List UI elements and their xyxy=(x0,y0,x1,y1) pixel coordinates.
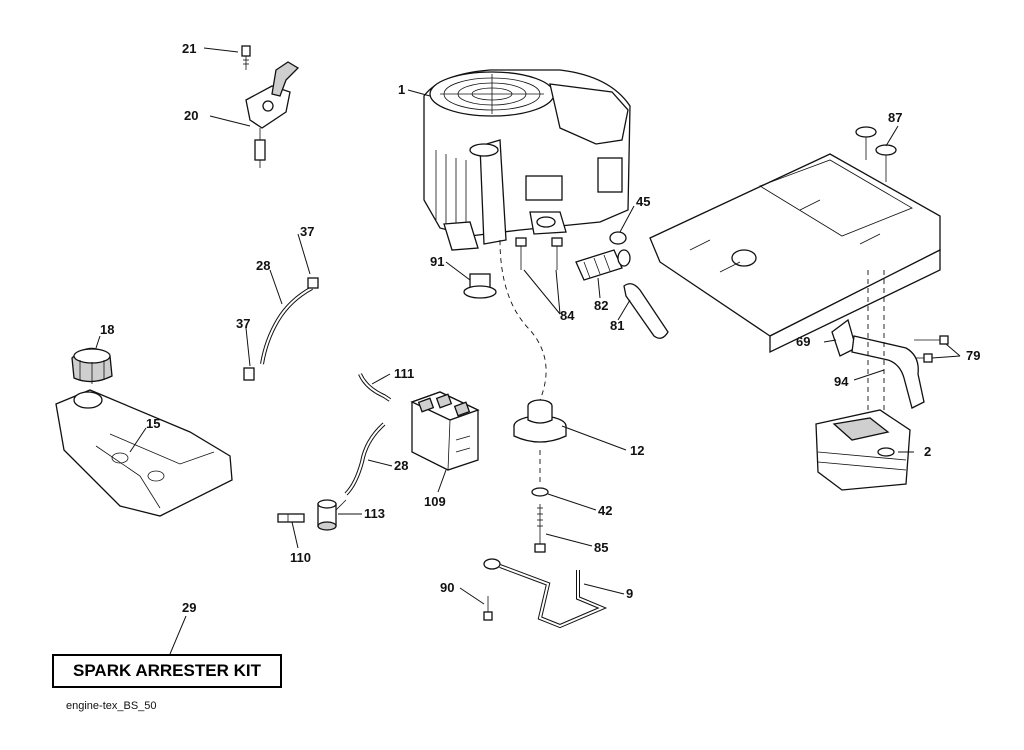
part-94-exhaust-pipe xyxy=(851,335,925,409)
part-87-bolts xyxy=(855,126,897,182)
callout-91: 91 xyxy=(430,254,444,269)
part-2-muffler xyxy=(815,409,911,491)
part-chassis-frame xyxy=(649,153,941,354)
part-37-clamp-lower xyxy=(243,367,255,381)
part-84-bolts xyxy=(515,237,563,270)
part-109-canister xyxy=(410,391,480,471)
part-9-bracket xyxy=(483,558,608,629)
callout-numbers: 21 20 1 37 28 37 18 15 91 84 82 81 45 87… xyxy=(100,41,980,615)
callout-81: 81 xyxy=(610,318,624,333)
part-20-throttle-control xyxy=(245,61,300,168)
callout-29: 29 xyxy=(182,600,196,615)
callout-2: 2 xyxy=(924,444,931,459)
part-79-bolts xyxy=(910,335,949,363)
part-82-drain-valve xyxy=(575,249,631,281)
part-28-fuel-line-lower xyxy=(344,422,386,496)
part-113-fuel-valve xyxy=(317,499,347,531)
leader-lines xyxy=(95,47,961,655)
callout-28-lower: 28 xyxy=(394,458,408,473)
callout-28-upper: 28 xyxy=(256,258,270,273)
diagram-reference-id: engine-tex_BS_50 xyxy=(66,700,157,712)
part-15-fuel-tank xyxy=(55,389,233,517)
part-42-washer xyxy=(531,487,549,497)
part-85-bolt xyxy=(534,504,546,553)
callout-45: 45 xyxy=(636,194,650,209)
callout-110: 110 xyxy=(290,550,311,565)
callout-84: 84 xyxy=(560,308,575,323)
callout-109: 109 xyxy=(424,494,446,509)
part-1-engine xyxy=(423,69,631,251)
engine-center-line xyxy=(499,239,547,401)
callout-21: 21 xyxy=(182,41,196,56)
callout-37-upper: 37 xyxy=(300,224,314,239)
part-28-fuel-line-upper xyxy=(260,286,313,365)
callout-20: 20 xyxy=(184,108,198,123)
callout-113: 113 xyxy=(364,506,385,521)
callout-12: 12 xyxy=(630,443,644,458)
callout-111: 111 xyxy=(394,366,414,381)
callout-85: 85 xyxy=(594,540,608,555)
callout-79: 79 xyxy=(966,348,980,363)
part-90-screw xyxy=(483,596,493,621)
callout-18: 18 xyxy=(100,322,114,337)
part-45-fitting xyxy=(609,231,627,245)
callout-15: 15 xyxy=(146,416,160,431)
part-28-fuel-line-upper-inner xyxy=(261,287,313,365)
part-12-pulley xyxy=(513,399,567,443)
callout-42: 42 xyxy=(598,503,612,518)
part-81-drain-hose xyxy=(623,283,669,339)
callout-69: 69 xyxy=(796,334,810,349)
part-37-clamp-upper xyxy=(307,277,319,289)
callout-9: 9 xyxy=(626,586,633,601)
callout-1: 1 xyxy=(398,82,405,97)
callout-37-lower: 37 xyxy=(236,316,250,331)
callout-90: 90 xyxy=(440,580,454,595)
part-18-fuel-cap xyxy=(71,347,113,384)
callout-87: 87 xyxy=(888,110,902,125)
spark-arrester-kit-box: SPARK ARRESTER KIT xyxy=(52,654,282,688)
part-110-fitting xyxy=(277,513,305,523)
part-91-spacer xyxy=(463,273,497,299)
part-21-screw xyxy=(241,45,251,70)
callout-82: 82 xyxy=(594,298,608,313)
callout-94: 94 xyxy=(834,374,849,389)
